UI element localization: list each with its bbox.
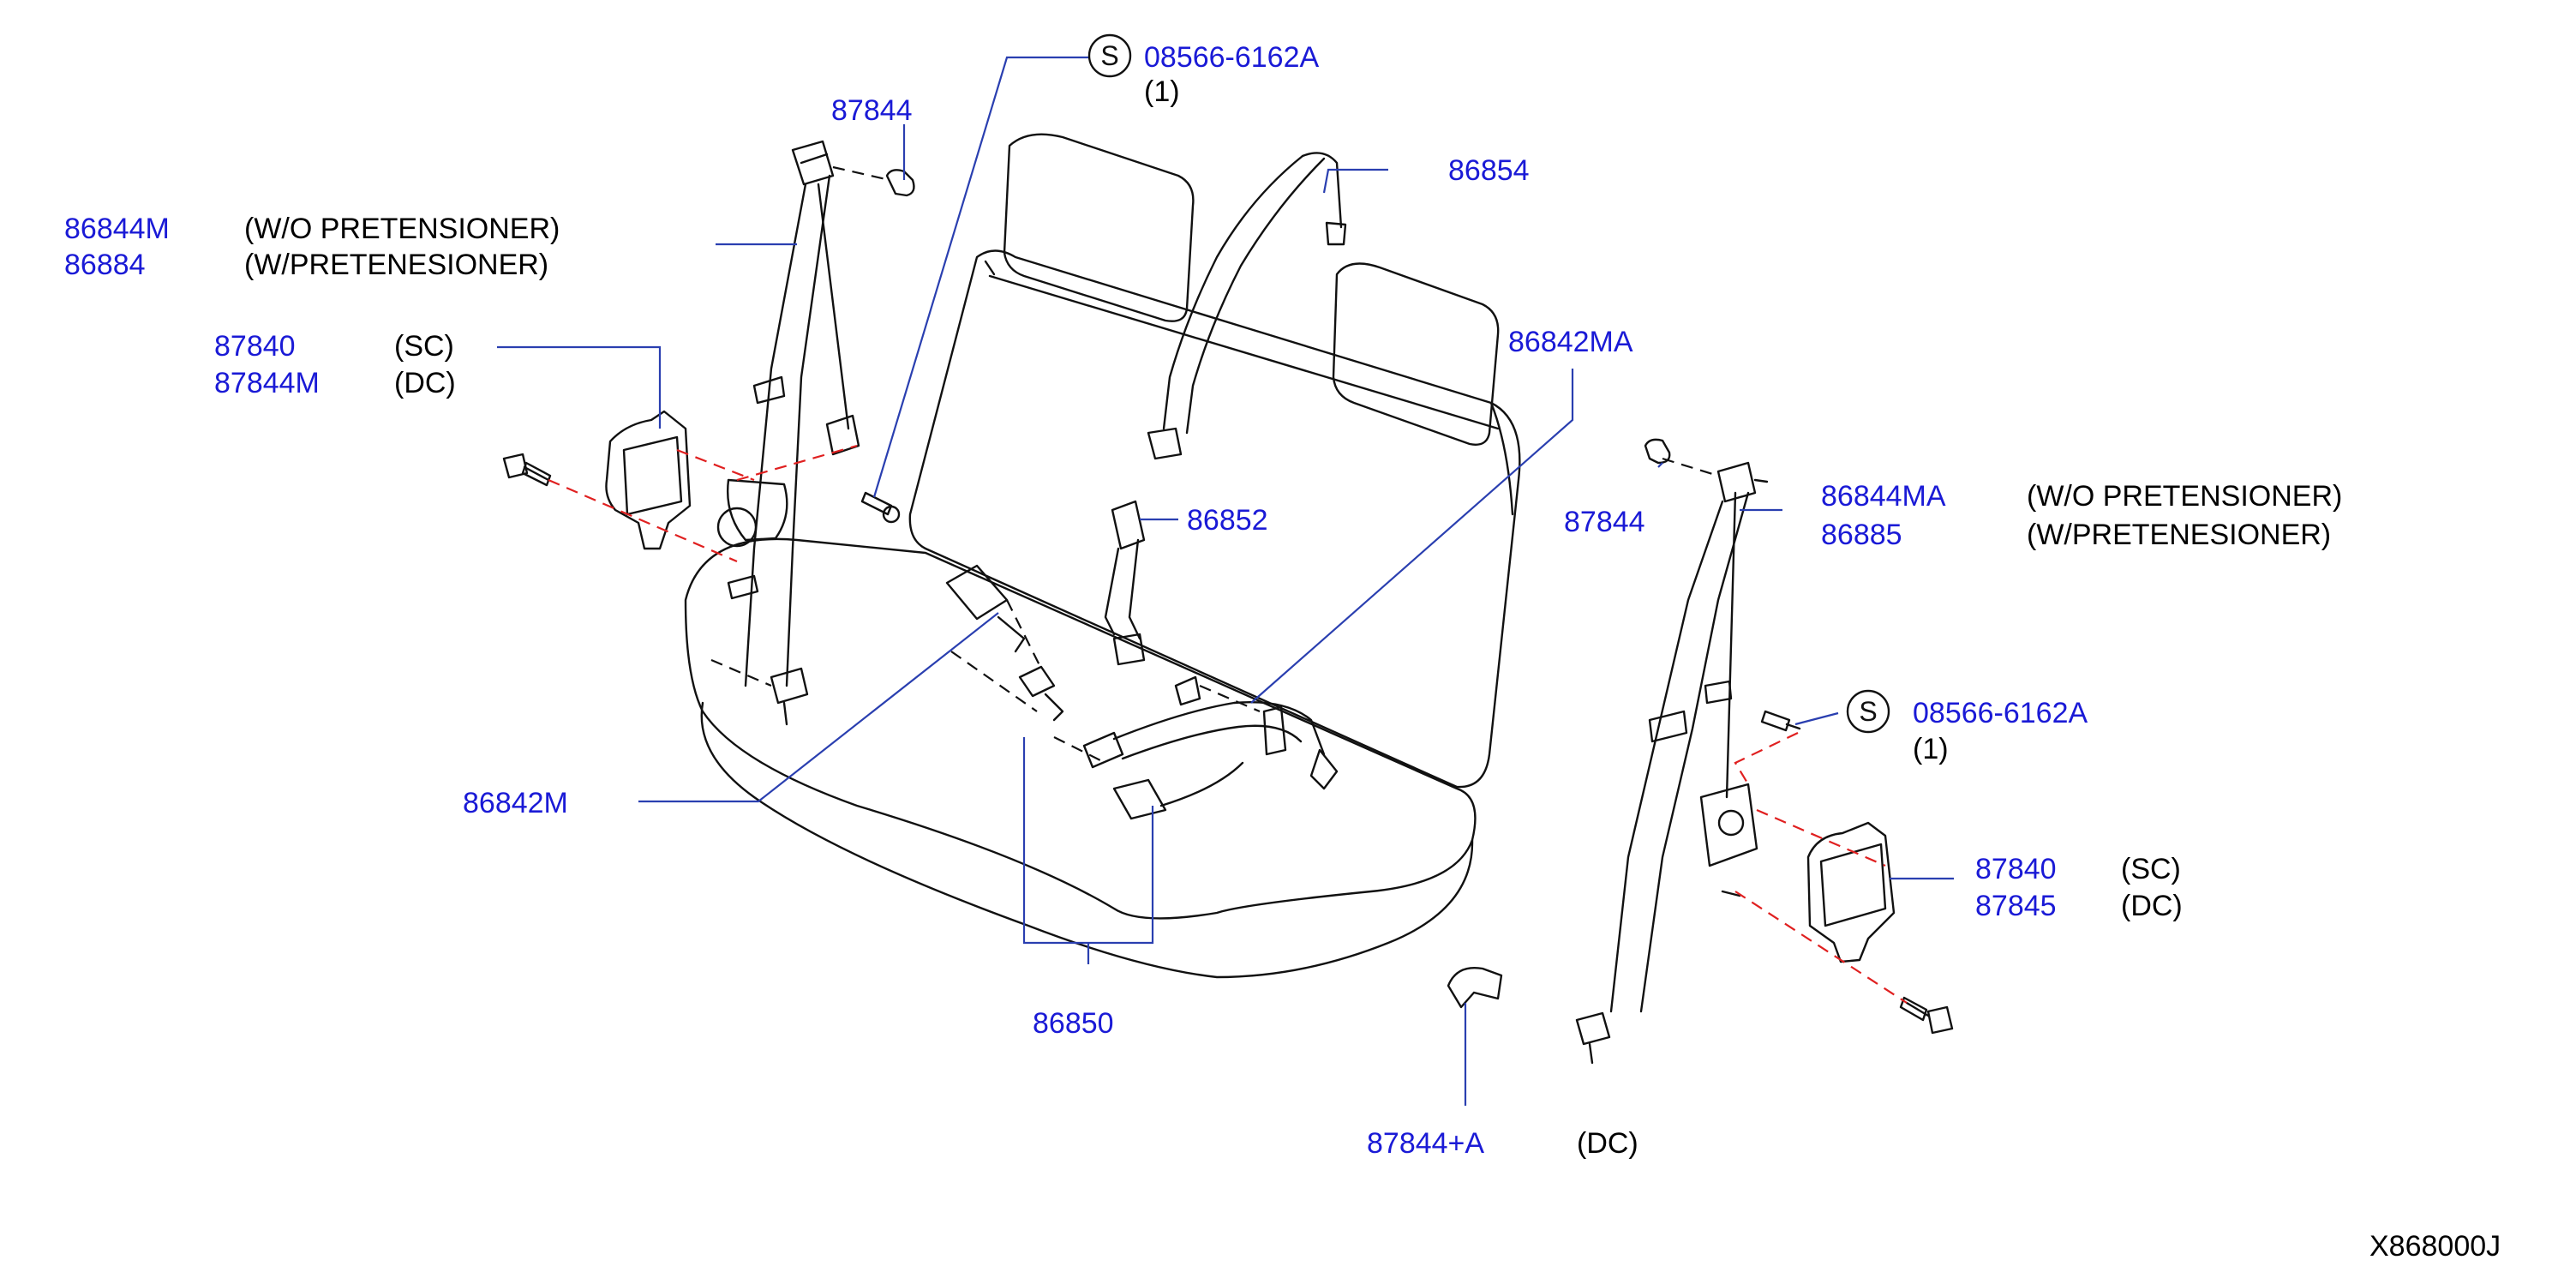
- bench-seat: [684, 133, 1521, 979]
- label-belt-right-wo: 86844MA: [1821, 480, 1946, 513]
- center-belt: [1147, 152, 1347, 460]
- buckle-center-86852: [1104, 500, 1146, 666]
- buckle-assy-86850: [1082, 675, 1339, 820]
- label-screw-top-qty: (1): [1144, 75, 1180, 108]
- anchor-cover-right: [1644, 438, 1671, 465]
- label-retractor-cover-right-sc: 87840: [1975, 853, 2057, 885]
- label-retractor-cover-right-sc-note: (SC): [2121, 853, 2181, 885]
- label-belt-left-w-note: (W/PRETENESIONER): [244, 249, 548, 281]
- label-buckle-right: 86842MA: [1508, 326, 1633, 358]
- svg-text:S: S: [1859, 696, 1877, 727]
- label-retractor-cover-right-dc: 87845: [1975, 890, 2057, 922]
- label-center-belt: 86854: [1448, 154, 1530, 187]
- svg-text:S: S: [1100, 40, 1118, 71]
- label-retractor-cover-left-sc-note: (SC): [394, 330, 454, 363]
- label-buckle-left: 86842M: [463, 787, 568, 819]
- bolt-right: [1899, 996, 1954, 1035]
- label-buckle-center: 86852: [1187, 504, 1268, 537]
- label-screw-top-part: 08566-6162A: [1144, 41, 1320, 74]
- mounting-lines: [548, 165, 1908, 1004]
- diagram-code: X868000J: [2369, 1230, 2501, 1263]
- label-retractor-cover-left-dc: 87844M: [214, 367, 320, 399]
- retractor-cover-left: [605, 410, 692, 550]
- screw-right: [1760, 710, 1801, 732]
- label-retractor-cover-left-sc: 87840: [214, 330, 296, 363]
- bolt-left: [502, 453, 552, 487]
- part-labels: 08566-6162A (1) 87844 86844M (W/O PRETEN…: [64, 41, 2501, 1263]
- label-belt-left-wo-note: (W/O PRETENSIONER): [244, 213, 560, 245]
- label-anchor-cover-dc-note: (DC): [1577, 1127, 1638, 1160]
- label-anchor-cover-dc: 87844+A: [1367, 1127, 1484, 1160]
- screw-symbol-right: S: [1846, 689, 1890, 734]
- label-screw-right-qty: (1): [1913, 733, 1949, 765]
- label-belt-left-w: 86884: [64, 249, 146, 281]
- anchor-cover-dc: [1447, 967, 1503, 1009]
- label-retractor-cover-left-dc-note: (DC): [394, 367, 456, 399]
- anchor-cover-top-left: [885, 169, 915, 197]
- label-buckle-assy: 86850: [1033, 1007, 1114, 1040]
- right-seat-belt-assembly: [1575, 461, 1769, 1065]
- screw-top: [860, 491, 901, 524]
- label-anchor-cover-right: 87844: [1564, 506, 1645, 538]
- label-anchor-cover-top-left: 87844: [831, 94, 913, 127]
- leader-lines: [497, 56, 1954, 1106]
- label-belt-right-w-note: (W/PRETENESIONER): [2027, 519, 2331, 551]
- retractor-cover-right: [1806, 821, 1896, 963]
- label-retractor-cover-right-dc-note: (DC): [2121, 890, 2183, 922]
- label-belt-right-wo-note: (W/O PRETENSIONER): [2027, 480, 2342, 513]
- label-belt-left-wo: 86844M: [64, 213, 170, 245]
- label-screw-right-part: 08566-6162A: [1913, 697, 2088, 729]
- screw-symbol-top: S: [1087, 33, 1132, 78]
- label-belt-right-w: 86885: [1821, 519, 1902, 551]
- left-seat-belt-assembly: [716, 140, 860, 726]
